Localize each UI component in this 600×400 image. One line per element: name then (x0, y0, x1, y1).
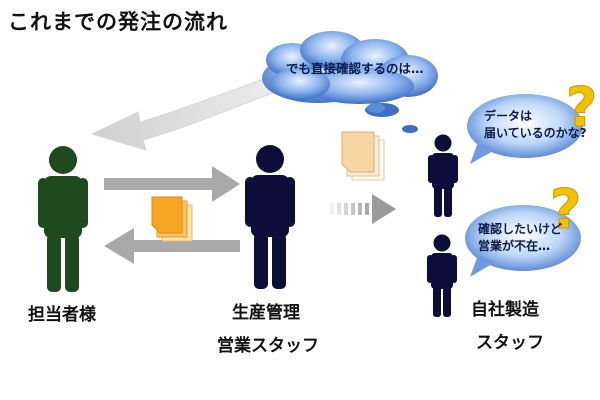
sales-staff-label: 営業スタッフ (217, 336, 319, 356)
diagram-title: これまでの発注の流れ (8, 9, 228, 34)
production-person-icon (245, 145, 295, 289)
bubble-bottom-line2: 営業が不在… (478, 239, 551, 253)
bubble-bottom-line1: 確認したいけど (478, 222, 563, 236)
speech-bubble-bottom-icon (465, 205, 581, 277)
order-document-icon (151, 196, 193, 242)
factory-staff-label: スタッフ (476, 333, 544, 353)
arrow-left-icon (104, 228, 240, 264)
thought-cloud-icon (262, 31, 438, 133)
factory-label: 自社製造 (471, 300, 539, 320)
dashed-arrow-icon (330, 194, 396, 224)
factory-person-bottom-icon (427, 234, 457, 317)
client-label: 担当者様 (28, 305, 96, 325)
bubble-top-line1: データは (484, 109, 533, 123)
speech-bubble-top-icon (467, 94, 583, 164)
question-mark-bottom-icon: ? (550, 178, 582, 242)
forwarded-document-icon (341, 131, 385, 181)
client-person-icon (38, 146, 88, 292)
arrow-right-icon (104, 166, 240, 202)
swoosh-arrow-icon (90, 67, 311, 151)
bubble-bottom-text: 確認したいけど 営業が不在… (478, 221, 562, 255)
svg-text:?: ? (550, 178, 581, 241)
bubble-top-line2: 届いているのかな? (484, 126, 587, 140)
question-mark-top-icon: ? (566, 76, 598, 140)
cloud-thought-text: でも直接確認するのは… (286, 61, 424, 76)
production-label: 生産管理 (232, 303, 300, 323)
factory-person-top-icon (428, 134, 458, 217)
svg-text:?: ? (566, 76, 597, 139)
bubble-top-text: データは 届いているのかな? (484, 108, 587, 142)
